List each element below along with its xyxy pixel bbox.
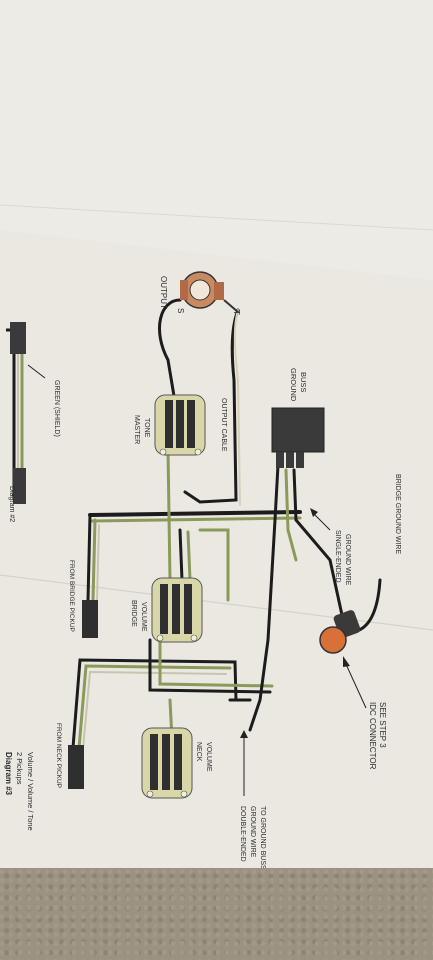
idc-label-1: IDC CONNECTOR — [368, 702, 377, 770]
bridge-volume-label-1: BRIDGE — [130, 600, 137, 627]
diagram-subtitle-2: Volume / Volume / Tone — [26, 752, 35, 831]
bridge-volume-label-2: VOLUME — [140, 602, 147, 632]
paper-fold — [0, 574, 433, 631]
neck-pickup-connector — [68, 745, 84, 789]
idc-label-2: SEE STEP 3 — [378, 702, 387, 748]
master-tone-pot — [154, 394, 206, 456]
paper-fold — [0, 204, 433, 231]
bridge-pickup-connector — [82, 600, 98, 638]
neck-volume-label-2: VOLUME — [205, 742, 212, 772]
master-tone-label-1: MASTER — [133, 415, 140, 444]
single-ended-label-1: SINGLE-ENDED — [334, 530, 341, 583]
single-ended-label-2: GROUND WIRE — [344, 534, 351, 586]
carpet-background — [0, 868, 433, 960]
ground-buss-label-1: GROUND — [289, 368, 298, 402]
double-ended-label-3: TO GROUND BUSS — [259, 806, 266, 870]
neck-volume-label-1: NECK — [195, 742, 202, 762]
prev-diagram-label: Diagram #2 — [8, 486, 15, 522]
output-cable-label: OUTPUT CABLE — [220, 398, 227, 452]
jack-s-label: S — [176, 308, 185, 313]
wires — [70, 298, 382, 762]
green-shield-label: GREEN (SHIELD) — [53, 380, 60, 437]
idc-connector — [319, 610, 361, 654]
idc-arrow — [344, 661, 367, 709]
bridge-volume-pot — [151, 577, 203, 643]
from-neck-label: FROM NECK PICKUP — [55, 723, 62, 788]
bridge-ground-label: BRIDGE GROUND WIRE — [394, 474, 401, 554]
ground-buss-label-2: BUSS — [299, 372, 308, 392]
from-bridge-label: FROM BRIDGE PICKUP — [68, 560, 75, 632]
diagram-title: Diagram #3 — [4, 752, 13, 796]
double-ended-label-2: GROUND WIRE — [249, 806, 256, 858]
prev-diagram-fragment — [6, 322, 46, 504]
double-ended-label-1: DOUBLE-ENDED — [239, 806, 246, 862]
master-tone-label-2: TONE — [143, 418, 150, 438]
output-jack — [180, 271, 239, 313]
diagram-subtitle-1: 2 Pickups — [15, 752, 24, 785]
output-label: OUTPUT — [159, 276, 168, 309]
jack-t-label: T — [232, 310, 241, 315]
neck-volume-pot — [141, 727, 193, 799]
ground-buss — [271, 407, 325, 468]
